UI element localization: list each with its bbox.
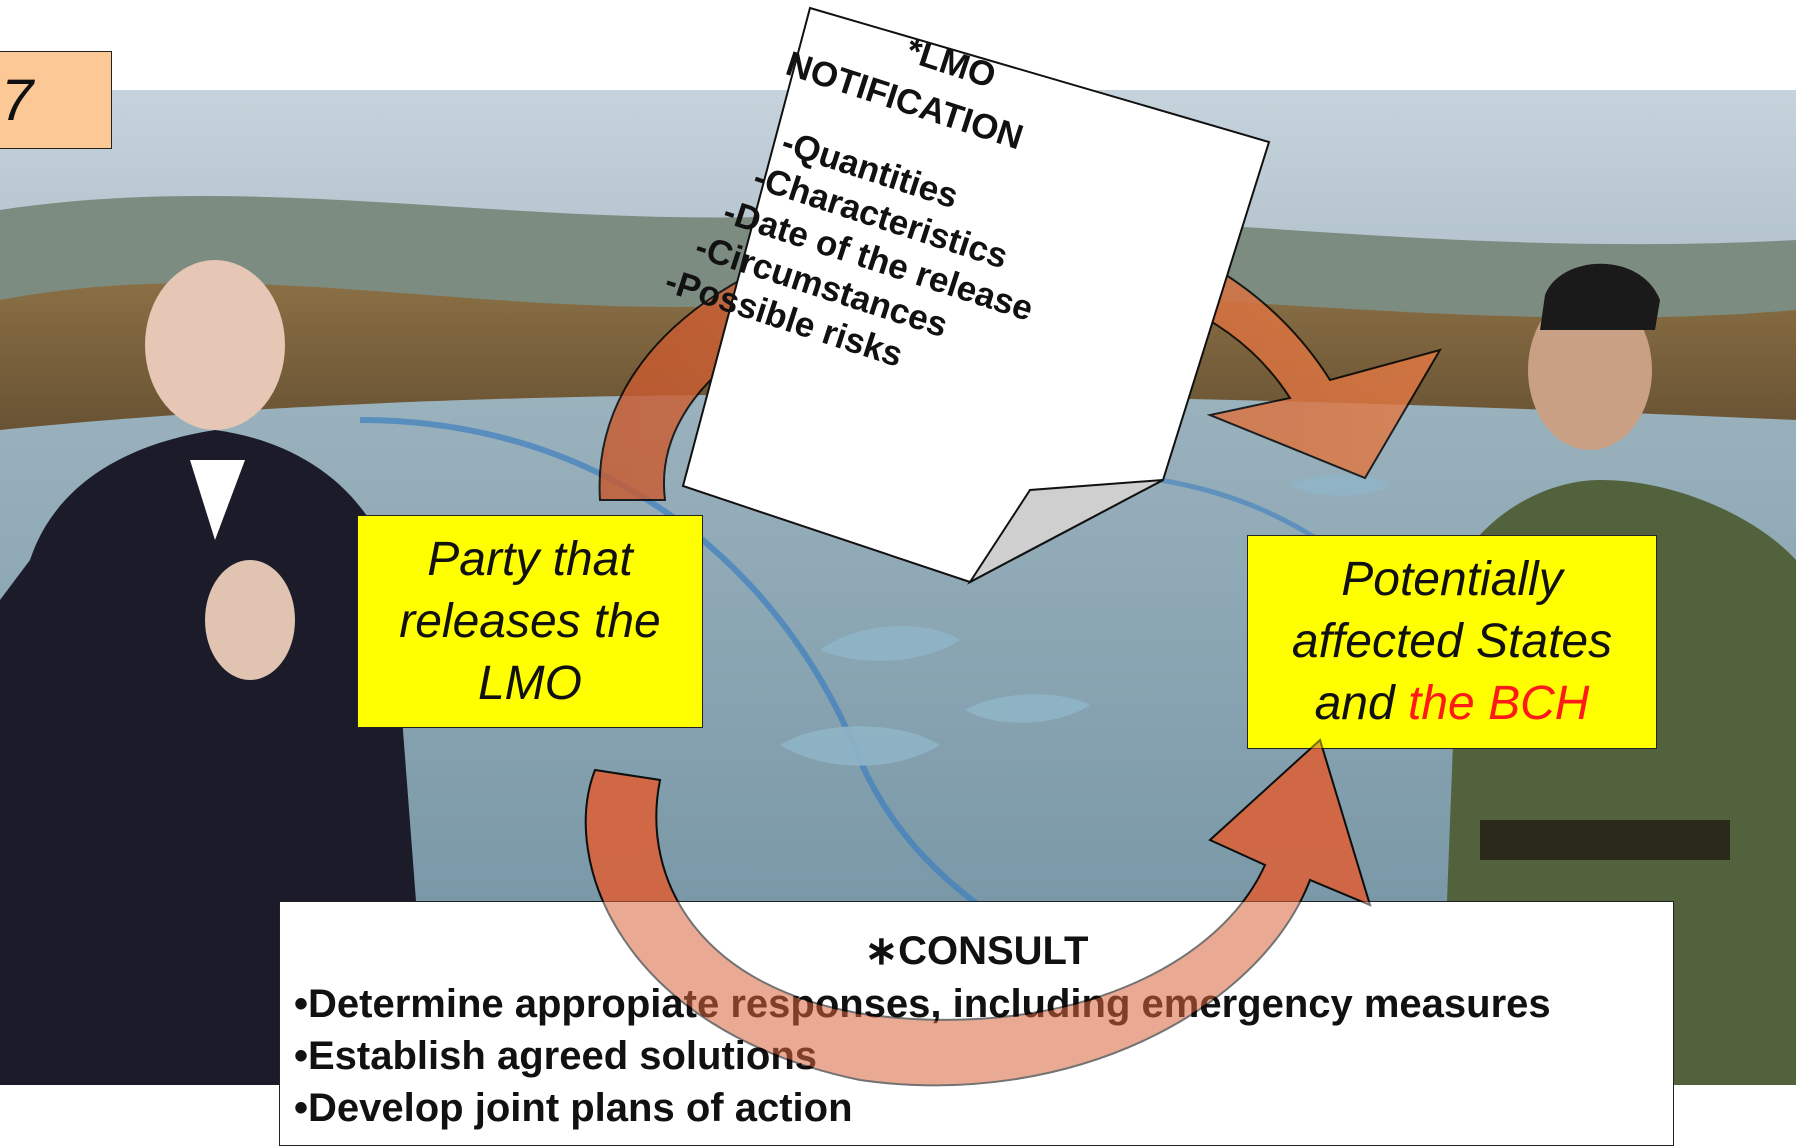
states-line-1: Potentially (1341, 553, 1563, 606)
notification-sheet (681, 6, 1271, 585)
bch-highlight: the BCH (1408, 677, 1590, 730)
slide-number: 7 (0, 51, 112, 149)
consult-item-plans: •Develop joint plans of action (294, 1086, 853, 1130)
party-line-2: releases the (399, 594, 661, 648)
consult-box: ∗CONSULT •Determine appropiate responses… (279, 901, 1674, 1146)
states-line-2: affected States (1291, 615, 1613, 668)
states-line-3-prefix: and (1314, 677, 1408, 730)
consult-item-responses: •Determine appropiate responses, includi… (294, 982, 1551, 1026)
party-box: Party that releases the LMO (357, 515, 703, 728)
states-line-3: and the BCH (1292, 673, 1612, 735)
party-line-1: Party that (427, 532, 633, 586)
consult-title: ∗CONSULT (864, 929, 1089, 973)
party-line-3: LMO (477, 656, 582, 710)
states-box: Potentially affected States and the BCH (1247, 535, 1657, 749)
consult-item-solutions: •Establish agreed solutions (294, 1034, 818, 1078)
